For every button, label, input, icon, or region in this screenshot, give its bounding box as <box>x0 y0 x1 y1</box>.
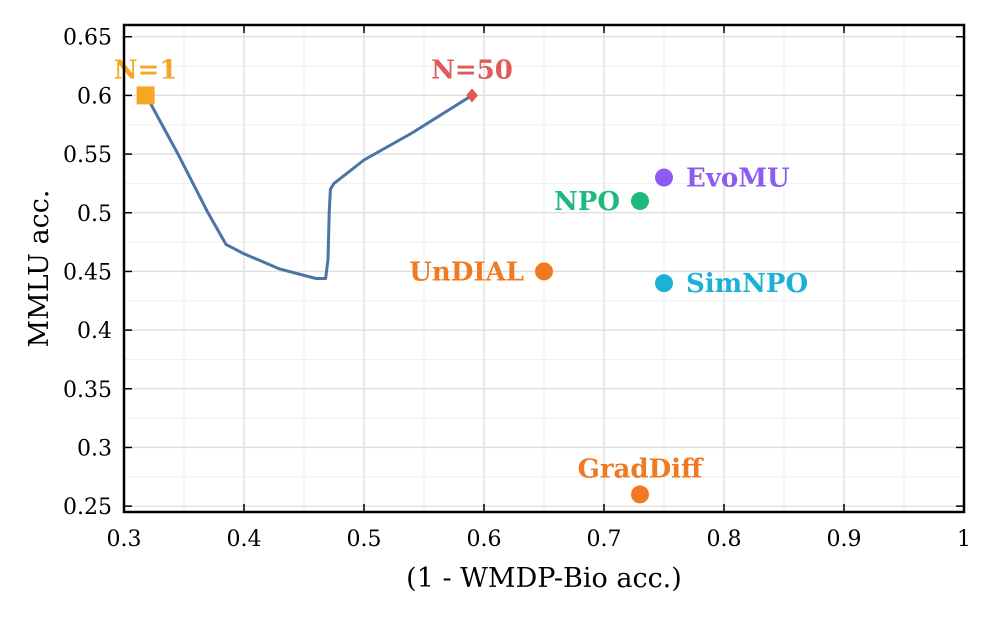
point-label-n-50: N=50 <box>431 55 513 85</box>
point-undial <box>535 262 553 281</box>
y-tick-label: 0.35 <box>63 378 112 403</box>
x-tick-label: 0.8 <box>707 527 742 552</box>
y-axis-label: MMLU acc. <box>24 189 55 347</box>
x-tick-label: 0.4 <box>227 527 262 552</box>
pareto-curve <box>146 94 473 280</box>
y-tick-label: 0.3 <box>77 436 112 461</box>
grid <box>123 25 965 512</box>
point-graddiff <box>631 485 649 504</box>
point-label-simnpo: SimNPO <box>686 269 808 299</box>
x-tick-label: 0.9 <box>827 527 862 552</box>
point-simnpo <box>655 274 673 293</box>
y-tick-label: 0.6 <box>77 84 112 109</box>
ticks: 0.3 0.4 0.5 0.6 0.7 0.8 0.9 1 0.25 0.3 0.35 0.4 0.45… <box>63 25 971 552</box>
y-tick-label: 0.55 <box>63 143 112 168</box>
y-tick-label: 0.5 <box>77 202 112 227</box>
point-n-1 <box>136 86 155 105</box>
x-tick-label: 0.3 <box>107 527 142 552</box>
y-tick-label: 0.25 <box>63 495 112 520</box>
plot-frame <box>122 23 966 514</box>
point-label-evomu: EvoMU <box>686 164 790 194</box>
x-axis-label: (1 - WMDP-Bio acc.) <box>406 563 682 594</box>
x-tick-label: 1 <box>957 527 971 552</box>
x-tick-label: 0.7 <box>587 527 622 552</box>
x-tick-label: 0.6 <box>467 527 502 552</box>
y-tick-label: 0.4 <box>77 319 112 344</box>
point-evomu <box>655 168 673 187</box>
curve-layer <box>146 94 473 280</box>
y-tick-label: 0.65 <box>63 26 112 51</box>
y-tick-label: 0.45 <box>63 260 112 285</box>
point-label-graddiff: GradDiff <box>578 454 704 484</box>
point-n-50 <box>466 88 478 103</box>
point-label-undial: UnDIAL <box>409 257 524 287</box>
point-npo <box>631 192 649 211</box>
x-tick-label: 0.5 <box>347 527 382 552</box>
point-label-npo: NPO <box>554 187 620 217</box>
